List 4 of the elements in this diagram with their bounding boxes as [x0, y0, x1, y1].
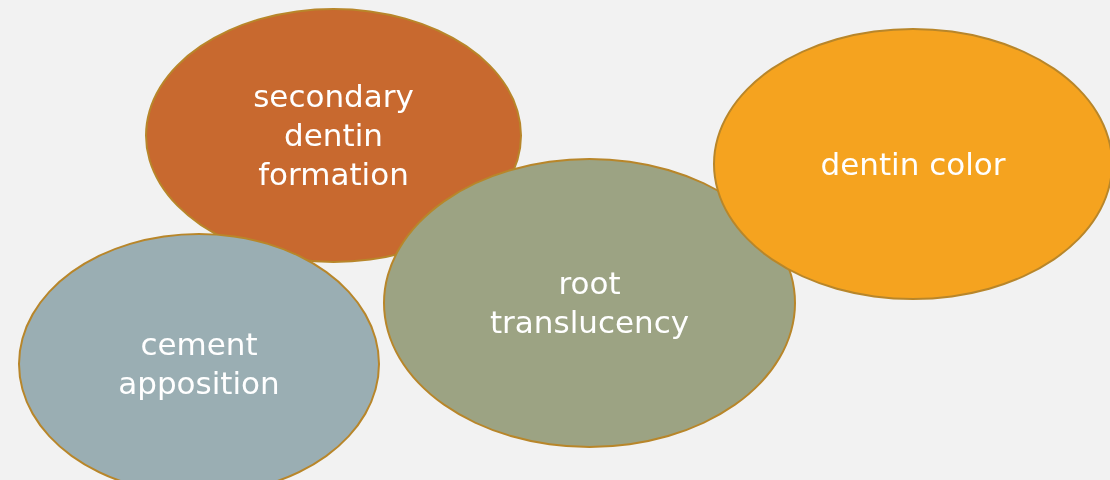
node-label: secondary dentin formation — [252, 77, 415, 194]
node-label: root translucency — [488, 264, 691, 342]
node-label: cement apposition — [117, 325, 281, 403]
node-label: dentin color — [819, 144, 1007, 184]
